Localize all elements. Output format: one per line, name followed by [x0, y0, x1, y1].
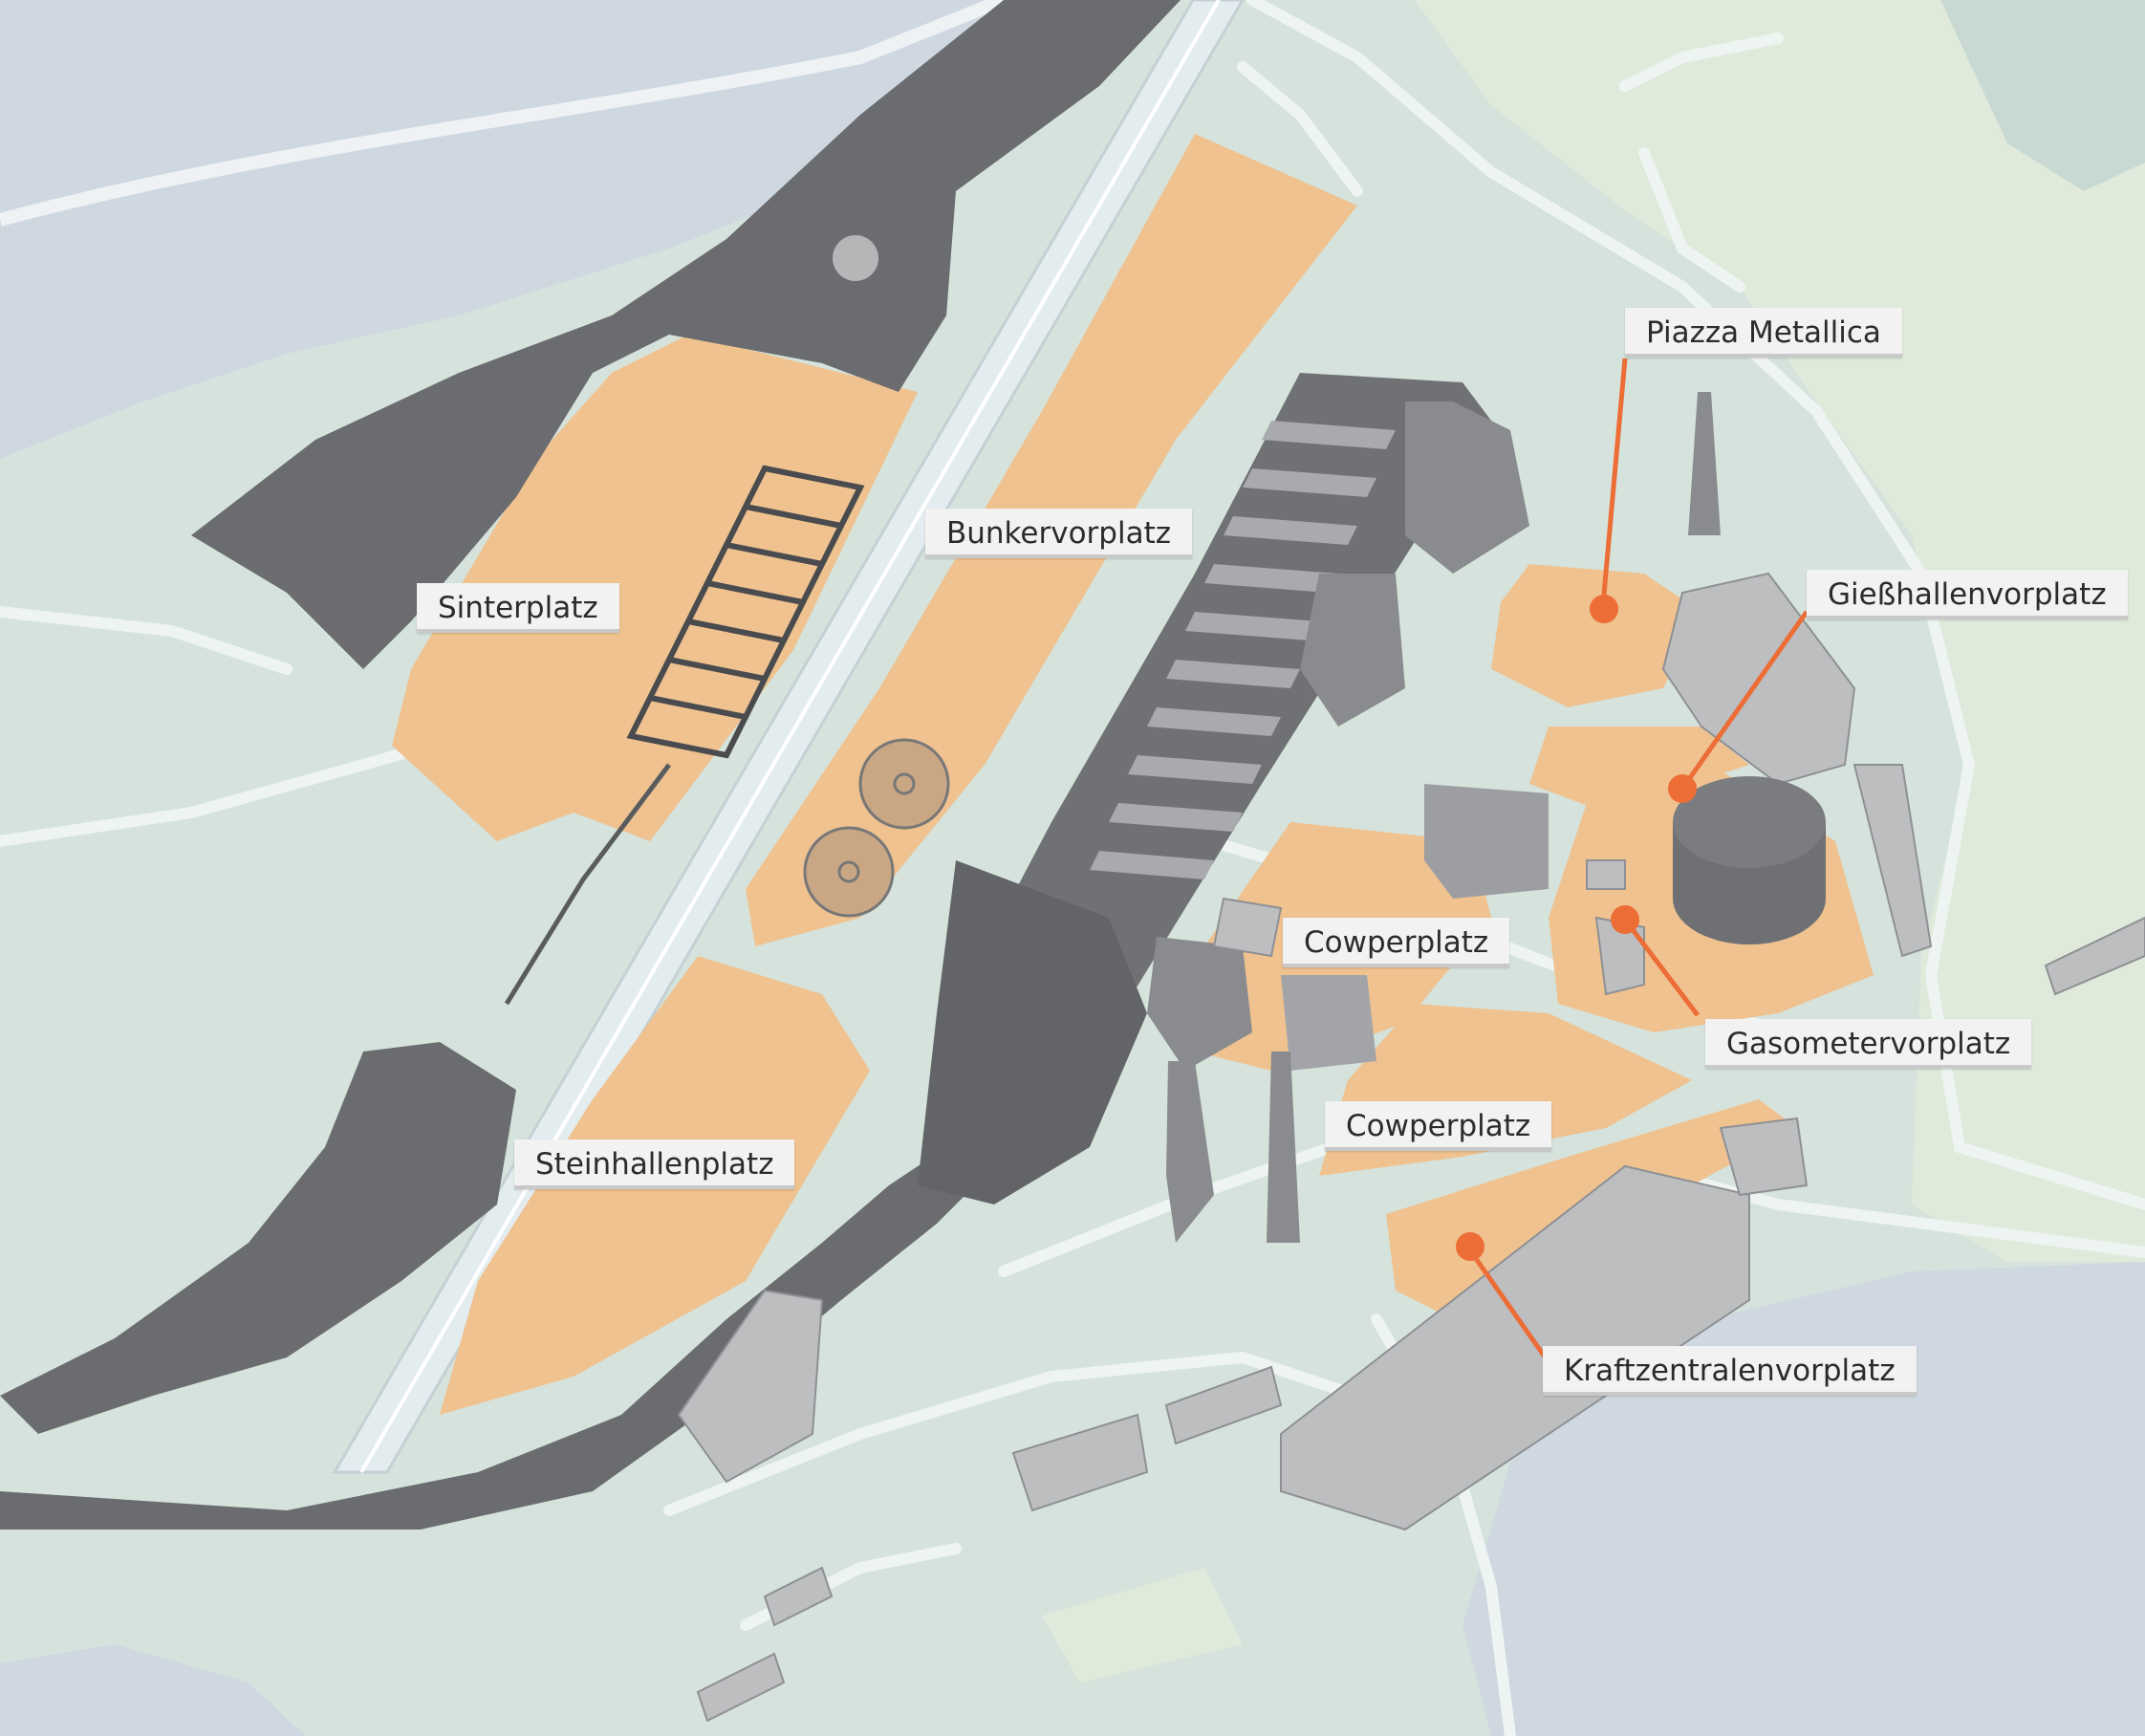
- slag-heap-south: [0, 1042, 516, 1434]
- rail-strip-inner: [359, 0, 1221, 1474]
- slag-heaps: [0, 0, 1181, 1530]
- basin-2: [803, 826, 895, 918]
- furnace-stack: [1166, 1061, 1214, 1243]
- green-patch-bottom: [1042, 1568, 1243, 1682]
- bunker-building: [956, 373, 1491, 1052]
- label-giesshallenvorplatz: Gießhallenvorplatz: [1807, 570, 2128, 619]
- chimney-gas: [1688, 392, 1721, 535]
- label-gasometervorplatz: Gasometervorplatz: [1705, 1019, 2032, 1069]
- furnace-structure-1: [1405, 401, 1529, 574]
- building-west-tall: [677, 1289, 824, 1484]
- furnace-structure-3: [1147, 937, 1252, 1071]
- building-dockside: [2044, 916, 2145, 996]
- callout-dot-kraftzentralenvorplatz: [1456, 1232, 1484, 1261]
- blast-furnace-complex: [918, 373, 1721, 1243]
- cowper-group-1: [1281, 975, 1376, 1071]
- building-south-1: [1011, 1413, 1149, 1512]
- heap-round-marker: [833, 235, 878, 281]
- callout-dot-piazza-metallica: [1590, 595, 1618, 623]
- river-bank-stripe: [0, 0, 1007, 227]
- label-steinhallenplatz: Steinhallenplatz: [514, 1139, 795, 1189]
- callout-dot-giesshallenvorplatz: [1668, 774, 1697, 803]
- plaza-sinterplatz: [392, 335, 918, 841]
- callout-dots: [1456, 595, 1697, 1261]
- building-sw-2: [696, 1652, 786, 1723]
- sinter-frame-structure: [626, 465, 865, 759]
- clarifier-basins: [803, 738, 950, 918]
- label-kraftzentralenvorplatz: Kraftzentralenvorplatz: [1543, 1346, 1917, 1396]
- bunker-slots: [1090, 421, 1396, 879]
- plaza-giesshallenvorplatz: [1529, 727, 1749, 813]
- building-se-1: [1719, 1117, 1809, 1197]
- callout-dot-gasometervorplatz: [1611, 905, 1639, 934]
- label-sinterplatz: Sinterplatz: [417, 583, 619, 633]
- silo-group-1: [1424, 784, 1549, 899]
- stack-cowper: [1267, 1052, 1300, 1243]
- green-field-topright: [1940, 0, 2145, 191]
- gasometer-roof: [1673, 776, 1826, 868]
- furnace-base-dark: [918, 860, 1147, 1204]
- gasometer: [1673, 776, 1826, 944]
- slag-heap-north: [191, 0, 1181, 669]
- label-cowperplatz-1: Cowperplatz: [1283, 918, 1510, 967]
- kraftzentrale-building: [1280, 1164, 1750, 1531]
- callout-lines: [1467, 358, 1809, 1364]
- conveyor-line: [504, 763, 671, 1006]
- building-right-long: [1852, 764, 1933, 958]
- basin-1: [858, 738, 950, 830]
- label-cowperplatz-2: Cowperplatz: [1325, 1101, 1552, 1151]
- building-sw-1: [763, 1566, 834, 1627]
- building-south-2: [1164, 1365, 1283, 1445]
- label-bunkervorplatz: Bunkervorplatz: [925, 509, 1192, 558]
- plaza-piazza-metallica: [1491, 564, 1701, 707]
- building-mid-1: [1212, 897, 1283, 958]
- light-buildings: [677, 572, 2145, 1723]
- label-piazza-metallica: Piazza Metallica: [1625, 308, 1902, 358]
- furnace-structure-2: [1300, 574, 1405, 727]
- green-area-right: [1415, 0, 2145, 1262]
- canal-water-bottom-left: [0, 1644, 306, 1736]
- building-north-small: [1586, 859, 1626, 890]
